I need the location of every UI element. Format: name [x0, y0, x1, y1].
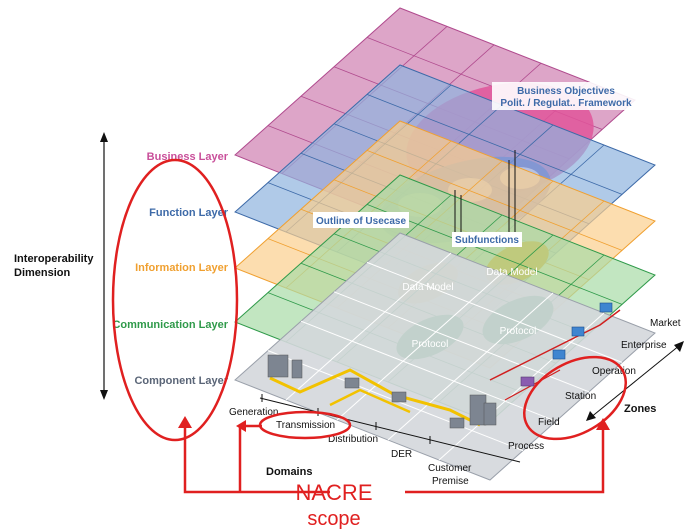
domain-premise: Premise: [432, 476, 469, 487]
function-layer-label: Function Layer: [149, 207, 229, 219]
data-model-label-1: Data Model: [402, 282, 453, 293]
zones-axis: [586, 341, 684, 421]
dimension-label-line1: Interoperability: [14, 253, 94, 265]
outline-usecase-callout: Outline of Usecase: [316, 216, 406, 227]
data-model-label-2: Data Model: [486, 267, 537, 278]
business-objectives-callout: Business Objectives: [517, 86, 615, 97]
zone-process: Process: [508, 441, 544, 452]
zone-market: Market: [650, 318, 681, 329]
interoperability-axis: [100, 132, 108, 400]
domain-transmission: Transmission: [276, 420, 335, 431]
nacre-scope-subtitle: scope: [307, 508, 360, 530]
domain-customer: Customer: [428, 463, 472, 474]
domain-der: DER: [391, 449, 412, 460]
business-layer-label: Business Layer: [147, 151, 229, 163]
domain-distribution: Distribution: [328, 434, 378, 445]
subfunctions-callout: Subfunctions: [455, 235, 519, 246]
dimension-label-line2: Dimension: [14, 267, 71, 279]
zone-operation: Operation: [592, 366, 636, 377]
information-layer-label: Information Layer: [135, 262, 229, 274]
zones-highlight: [523, 355, 627, 441]
zones-title: Zones: [624, 403, 656, 415]
scope-arrowhead-mid: [236, 420, 246, 432]
zone-field: Field: [538, 417, 560, 428]
component-layer-plane: [234, 232, 656, 481]
protocol-label-2: Protocol: [500, 326, 537, 337]
protocol-label-1: Protocol: [412, 339, 449, 350]
domain-generation: Generation: [229, 407, 278, 418]
domains-title: Domains: [266, 466, 312, 478]
component-layer-label: Component Layer: [134, 375, 228, 387]
scope-arrowhead-right: [596, 418, 610, 430]
scope-layers-highlight: [111, 158, 239, 442]
zone-station: Station: [565, 391, 596, 402]
scope-arrowhead-left: [178, 416, 192, 428]
zone-enterprise: Enterprise: [621, 340, 667, 351]
nacre-scope-title: NACRE: [295, 480, 372, 505]
communication-layer-label: Communication Layer: [112, 319, 228, 331]
framework-callout: Polit. / Regulat.. Framework: [500, 98, 632, 109]
